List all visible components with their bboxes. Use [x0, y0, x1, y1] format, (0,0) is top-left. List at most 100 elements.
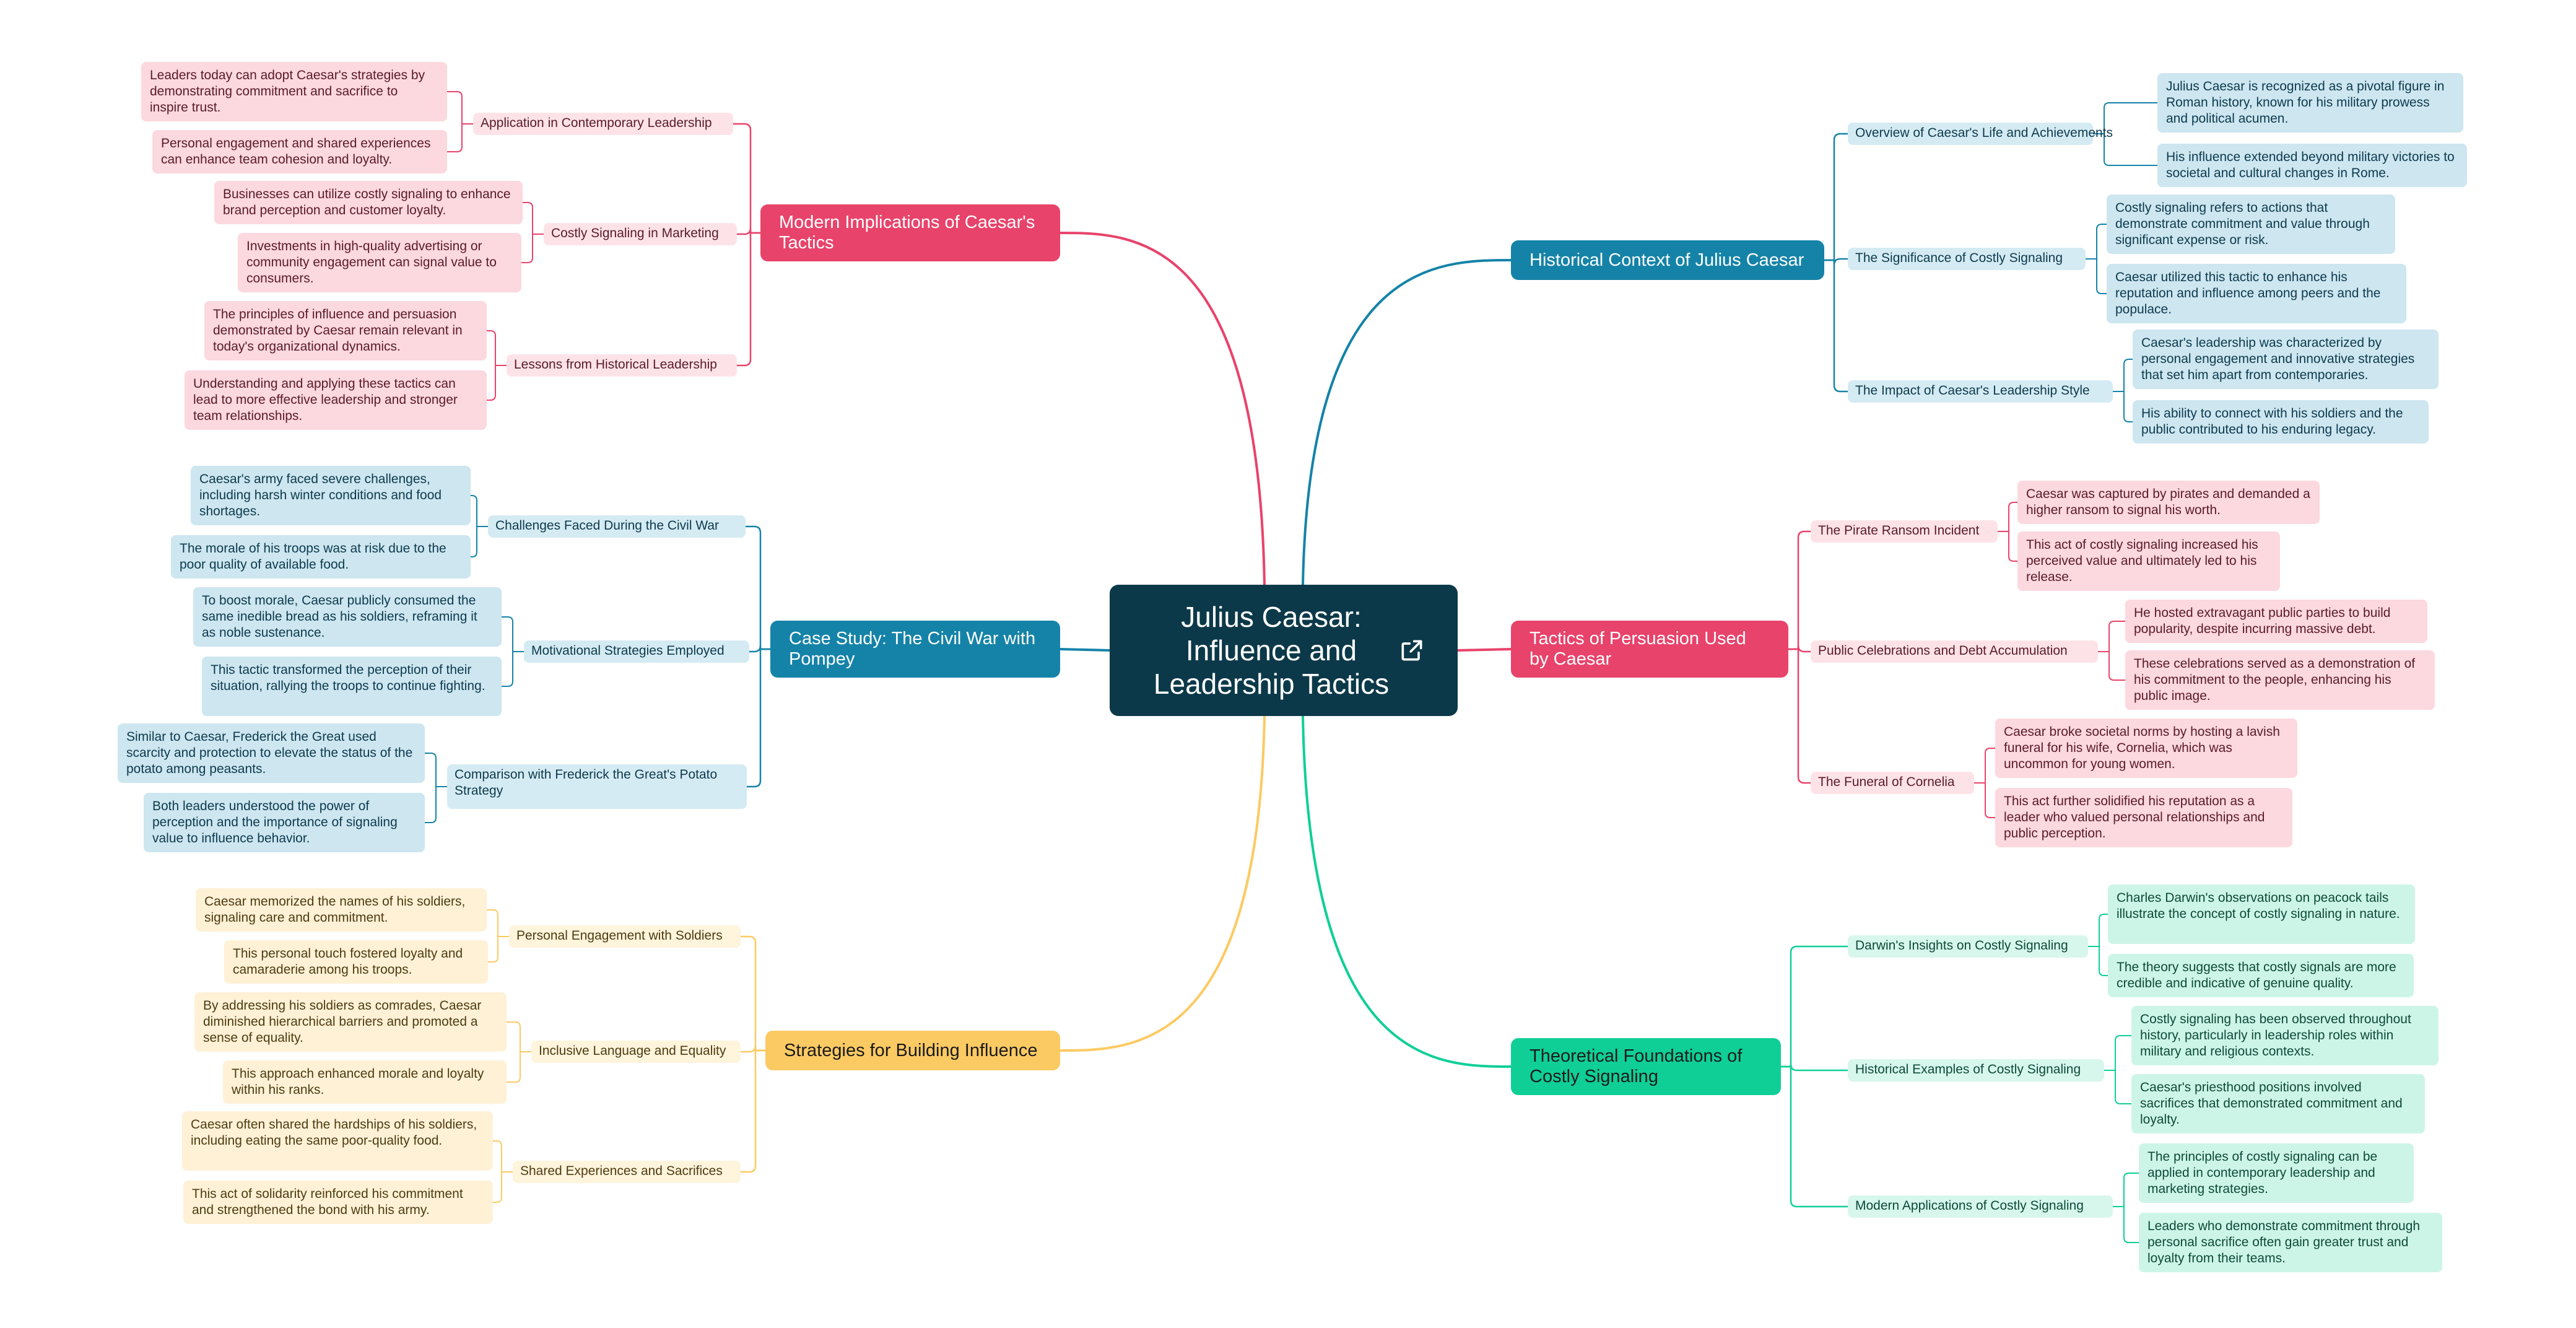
leaf-note[interactable]: Caesar's leadership was characterized by… — [2133, 330, 2439, 389]
connector-leaf-3-1-1 — [2085, 258, 2107, 294]
main-topic-theoretical-foundations[interactable]: Theoretical Foundations of Costly Signal… — [1511, 1038, 1781, 1095]
leaf-note[interactable]: Julius Caesar is recognized as a pivotal… — [2157, 73, 2463, 133]
connector-leaf-0-1-0 — [522, 202, 544, 235]
leaf-note[interactable]: Caesar broke societal norms by hosting a… — [1995, 719, 2297, 778]
leaf-note[interactable]: This act further solidified his reputati… — [1995, 788, 2292, 847]
connector-leaf-0-2-1 — [486, 365, 507, 401]
connector-leaf-1-1-0 — [501, 616, 524, 652]
leaf-note[interactable]: This act of solidarity reinforced his co… — [183, 1181, 493, 1224]
leaf-note[interactable]: The principles of influence and persuasi… — [204, 301, 487, 360]
leaf-note[interactable]: Similar to Caesar, Frederick the Great u… — [118, 723, 425, 783]
connector-sub-1-2 — [746, 648, 772, 788]
leaf-note[interactable]: Caesar memorized the names of his soldie… — [196, 888, 487, 932]
connector-leaf-2-2-0 — [492, 1140, 513, 1173]
connector-leaf-5-0-1 — [2087, 946, 2108, 976]
connector-sub-4-1 — [1787, 645, 1812, 653]
connector-sub-0-2 — [736, 232, 762, 367]
connector-leaf-2-0-1 — [487, 936, 510, 963]
subtopic-personal-engagement-with-soldiers[interactable]: Personal Engagement with Soldiers — [509, 925, 741, 948]
connector-sub-5-1 — [1780, 1064, 1849, 1072]
connector-main-1 — [1059, 648, 1111, 652]
subtopic-modern-applications-of-costly-signaling[interactable]: Modern Applications of Costly Signaling — [1848, 1195, 2113, 1218]
leaf-note[interactable]: Caesar utilized this tactic to enhance h… — [2107, 264, 2406, 323]
main-topic-modern-implications[interactable]: Modern Implications of Caesar's Tactics — [760, 204, 1060, 261]
leaf-note[interactable]: Leaders today can adopt Caesar's strateg… — [141, 62, 447, 121]
leaf-note[interactable]: Charles Darwin's observations on peacock… — [2108, 885, 2415, 944]
leaf-note[interactable]: Costly signaling refers to actions that … — [2107, 194, 2395, 254]
connector-leaf-5-0-0 — [2087, 914, 2108, 947]
connector-leaf-4-1-0 — [2097, 621, 2126, 652]
leaf-note[interactable]: Costly signaling has been observed throu… — [2131, 1006, 2439, 1065]
connector-main-4 — [1456, 648, 1512, 652]
connector-leaf-2-1-1 — [506, 1051, 532, 1083]
leaf-note[interactable]: Caesar's army faced severe challenges, i… — [191, 466, 471, 525]
subtopic-shared-experiences-and-sacrifices[interactable]: Shared Experiences and Sacrifices — [513, 1161, 741, 1183]
connector-leaf-5-2-0 — [2112, 1173, 2139, 1207]
leaf-note[interactable]: This act of costly signaling increased h… — [2017, 531, 2280, 591]
main-topic-historical-context[interactable]: Historical Context of Julius Caesar — [1511, 240, 1824, 280]
subtopic-inclusive-language-and-equality[interactable]: Inclusive Language and Equality — [531, 1041, 741, 1063]
connector-leaf-0-0-0 — [446, 91, 474, 124]
central-topic-title: Julius Caesar: Influence and Leadership … — [1153, 601, 1390, 700]
subtopic-costly-signaling-in-marketing[interactable]: Costly Signaling in Marketing — [544, 223, 737, 245]
leaf-note[interactable]: Caesar often shared the hardships of his… — [182, 1111, 493, 1171]
connector-leaf-3-2-1 — [2112, 391, 2133, 422]
connector-leaf-1-2-0 — [424, 753, 448, 787]
leaf-note[interactable]: Leaders who demonstrate commitment throu… — [2139, 1213, 2442, 1272]
subtopic-comparison-with-frederick-the-great[interactable]: Comparison with Frederick the Great's Po… — [447, 764, 747, 809]
subtopic-historical-examples-of-costly-signaling[interactable]: Historical Examples of Costly Signaling — [1848, 1059, 2104, 1081]
subtopic-challenges-faced-during-the-civil[interactable]: Challenges Faced During the Civil War — [488, 515, 746, 538]
connector-sub-0-0 — [732, 123, 762, 234]
connector-leaf-3-0-1 — [2092, 133, 2158, 166]
subtopic-darwin-s-insights-on-costly[interactable]: Darwin's Insights on Costly Signaling — [1848, 935, 2088, 958]
leaf-note[interactable]: To boost morale, Caesar publicly consume… — [193, 587, 502, 647]
main-topic-strategies-building-influence[interactable]: Strategies for Building Influence — [765, 1031, 1060, 1070]
connector-sub-4-2 — [1787, 648, 1812, 784]
connector-leaf-2-1-0 — [506, 1021, 532, 1052]
subtopic-the-significance-of-costly-signaling[interactable]: The Significance of Costly Signaling — [1848, 248, 2086, 270]
connector-sub-2-0 — [739, 935, 767, 1052]
leaf-note[interactable]: Caesar was captured by pirates and deman… — [2017, 481, 2320, 524]
connector-leaf-2-2-1 — [492, 1171, 513, 1203]
leaf-note[interactable]: This approach enhanced morale and loyalt… — [223, 1060, 507, 1104]
leaf-note[interactable]: His influence extended beyond military v… — [2157, 144, 2467, 187]
leaf-note[interactable]: The principles of costly signaling can b… — [2139, 1143, 2414, 1203]
connector-leaf-5-2-1 — [2112, 1206, 2139, 1243]
connector-leaf-3-2-0 — [2112, 359, 2133, 392]
subtopic-lessons-from-historical-leadership[interactable]: Lessons from Historical Leadership — [507, 354, 737, 377]
main-topic-tactics-of-persuasion[interactable]: Tactics of Persuasion Used by Caesar — [1511, 621, 1788, 678]
leaf-note[interactable]: Businesses can utilize costly signaling … — [214, 181, 523, 224]
leaf-note[interactable]: This tactic transformed the perception o… — [202, 657, 502, 716]
connector-leaf-4-1-1 — [2097, 651, 2126, 681]
leaf-note[interactable]: By addressing his soldiers as comrades, … — [194, 992, 507, 1052]
leaf-note[interactable]: Personal engagement and shared experienc… — [152, 130, 447, 173]
leaf-note[interactable]: The morale of his troops was at risk due… — [171, 535, 471, 579]
subtopic-the-funeral-of-cornelia[interactable]: The Funeral of Cornelia — [1811, 772, 1974, 794]
leaf-note[interactable]: Understanding and applying these tactics… — [185, 370, 487, 430]
connector-leaf-4-2-1 — [1973, 782, 1996, 818]
leaf-note[interactable]: Caesar's priesthood positions involved s… — [2131, 1074, 2425, 1134]
leaf-note[interactable]: This personal touch fostered loyalty and… — [224, 940, 488, 984]
connector-leaf-5-1-0 — [2104, 1035, 2132, 1071]
subtopic-the-pirate-ransom-incident[interactable]: The Pirate Ransom Incident — [1811, 520, 1998, 543]
leaf-note[interactable]: The theory suggests that costly signals … — [2108, 954, 2414, 997]
central-topic[interactable]: Julius Caesar: Influence and Leadership … — [1110, 585, 1458, 716]
leaf-note[interactable]: Investments in high-quality advertising … — [238, 233, 521, 292]
leaf-note[interactable]: He hosted extravagant public parties to … — [2125, 600, 2427, 643]
subtopic-overview-of-caesar-s-life[interactable]: Overview of Caesar's Life and Achievemen… — [1848, 123, 2113, 145]
leaf-note[interactable]: His ability to connect with his soldiers… — [2133, 400, 2429, 443]
connector-leaf-4-2-0 — [1973, 748, 1996, 784]
connector-leaf-0-2-0 — [486, 330, 507, 366]
subtopic-public-celebrations-and-debt-accumulation[interactable]: Public Celebrations and Debt Accumulatio… — [1811, 640, 2098, 663]
subtopic-application-in-contemporary-leadership[interactable]: Application in Contemporary Leadership — [473, 113, 733, 135]
leaf-note[interactable]: These celebrations served as a demonstra… — [2125, 650, 2435, 710]
subtopic-the-impact-of-caesar-s[interactable]: The Impact of Caesar's Leadership Style — [1848, 380, 2113, 403]
main-topic-case-study-civil-war[interactable]: Case Study: The Civil War with Pompey — [770, 621, 1060, 678]
leaf-note[interactable]: Both leaders understood the power of per… — [144, 793, 425, 852]
connector-sub-5-0 — [1780, 945, 1849, 1068]
connector-leaf-1-0-0 — [470, 495, 489, 527]
subtopic-motivational-strategies-employed[interactable]: Motivational Strategies Employed — [524, 640, 749, 663]
external-link-icon[interactable] — [1398, 637, 1425, 664]
